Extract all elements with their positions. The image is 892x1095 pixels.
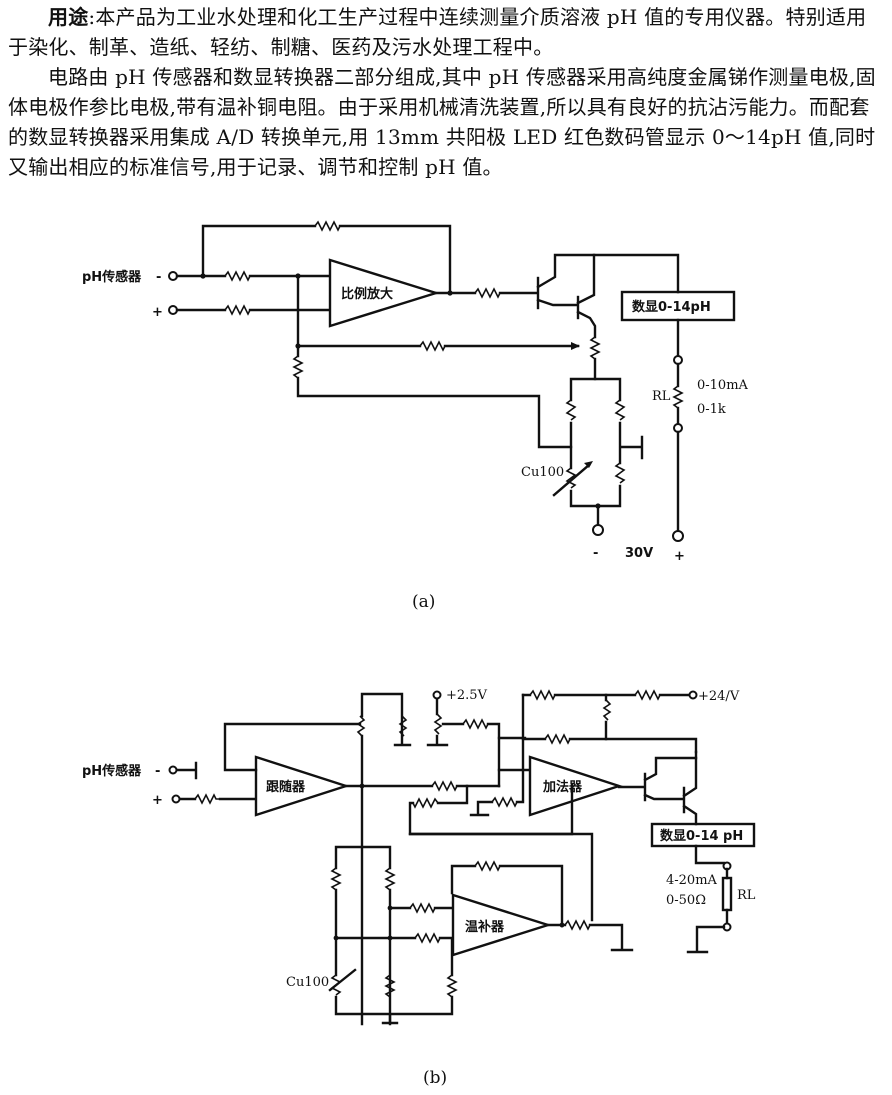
figure-b-sensor-label: pH传感器 — [82, 763, 142, 779]
figure-a-rl-label: RL — [652, 389, 671, 404]
figure-a-darlington-transistor — [536, 253, 680, 339]
figure-b-adder-label: 加法器 — [542, 779, 583, 795]
figure-a-display-label: 数显0-14pH — [632, 299, 711, 315]
figure-b-minus-label: - — [155, 764, 160, 779]
circuit-description-paragraph: 电路由 pH 传感器和数显转换器二部分组成,其中 pH 传感器采用高纯度金属锑作… — [8, 65, 876, 179]
figure-a-caption: (a) — [412, 592, 436, 612]
figure-b-input-resistor — [194, 793, 219, 805]
figure-a-mid-resistor — [419, 340, 446, 352]
figure-b-current-range: 4-20mA — [666, 873, 718, 888]
figure-a-current-range: 0-10mA — [697, 378, 749, 393]
usage-lead: 用途 — [48, 5, 89, 29]
figure-a-schematic: pH传感器 - + 比例放大 数显0-14pH RL 0-10mA 0-1k — [82, 220, 749, 564]
figure-a-amp-label: 比例放大 — [341, 286, 393, 302]
figure-a-temp-bridge — [552, 377, 644, 528]
figure-b-rl-label: RL — [737, 888, 756, 903]
figure-b-terminal-minus — [168, 765, 178, 775]
figure-b-voltage-follower — [254, 755, 350, 817]
figure-a-supply-plus-terminal — [672, 530, 684, 542]
usage-paragraph: 用途:本产品为工业水处理和化工生产过程中连续测量介质溶液 pH 值的专用仪器。特… — [8, 2, 884, 62]
figure-a-supply-label: 30V — [625, 546, 653, 561]
figure-b-supply-voltage: +24/V — [698, 689, 740, 704]
figure-a-cu100-label: Cu100 — [521, 465, 564, 480]
figure-a-minus-label: - — [156, 270, 161, 285]
figure-b-terminal-plus — [171, 794, 181, 804]
figure-b-adder-amplifier — [528, 755, 623, 817]
figure-b-rl-resistor — [721, 876, 733, 912]
figure-a-cu100-rtd — [565, 467, 577, 489]
figure-a-emitter-pot — [589, 336, 601, 360]
figure-b-display-box — [650, 822, 756, 848]
figure-a-proportional-amplifier — [328, 258, 441, 328]
figure-a-wiper-arrow — [571, 342, 580, 350]
figure-a-supply-minus-terminal — [592, 524, 604, 536]
figure-a-supply-plus: + — [674, 549, 685, 564]
figure-a-feedback-resistor — [314, 220, 341, 232]
figure-b-display-label: 数显0-14 pH — [660, 828, 743, 844]
figure-a-sensor-label: pH传感器 — [82, 269, 142, 285]
figure-a-plus-label: + — [152, 305, 163, 320]
figure-a-rl-resistor — [672, 385, 684, 409]
figure-b-comp-label: 温补器 — [465, 919, 505, 935]
figure-b-schematic: pH传感器 - + 跟随器 +2.5V +24/V 加法器 数显0-14 pH — [82, 688, 756, 1026]
figure-b-plus-label: + — [152, 793, 163, 808]
figure-b-temp-compensation-amplifier — [451, 893, 552, 957]
figure-a-input-resistor-2 — [224, 304, 251, 316]
usage-body: :本产品为工业水处理和化工生产过程中连续测量介质溶液 pH 值的专用仪器。特别适… — [8, 5, 867, 59]
figure-b-darlington-transistor — [617, 750, 698, 826]
figure-a-load-range: 0-1k — [697, 402, 726, 417]
figure-a-base-resistor — [474, 287, 501, 299]
figure-a-bias-resistor — [292, 355, 304, 379]
figure-b-load-range: 0-50Ω — [666, 893, 706, 908]
figure-b-caption: (b) — [423, 1068, 448, 1088]
figure-a-input-resistor-1 — [224, 270, 251, 282]
figure-a-supply-minus: - — [593, 546, 598, 561]
figure-b-cu100-label: Cu100 — [286, 975, 329, 990]
figure-b-follower-label: 跟随器 — [266, 779, 306, 795]
figure-b-ref-voltage: +2.5V — [446, 688, 488, 703]
